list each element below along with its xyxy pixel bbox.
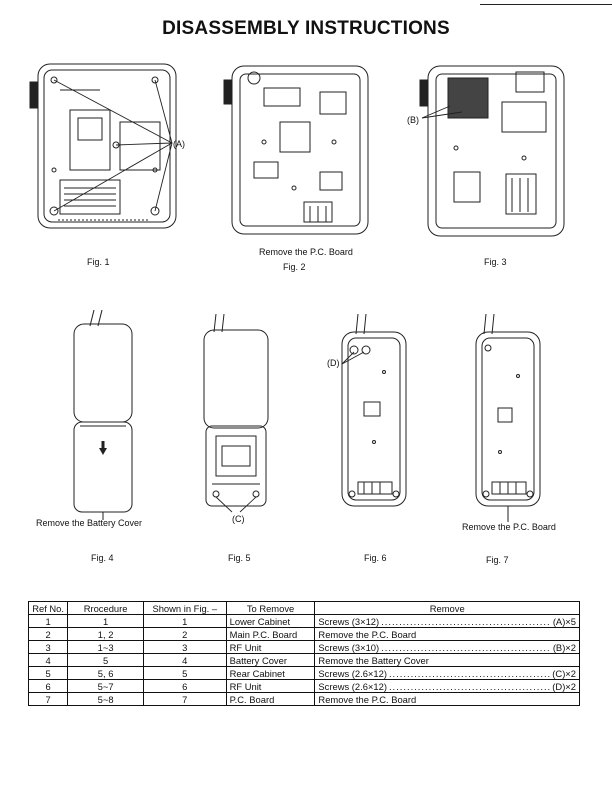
header-shown-in-fig: Shown in Fig. – xyxy=(142,601,227,615)
fig5-drawing xyxy=(196,312,276,512)
header-procedure: Rrocedure xyxy=(67,601,144,615)
cell-remove: Remove the P.C. Board xyxy=(314,627,580,641)
header-to-remove: To Remove xyxy=(225,601,316,615)
cell-fig: 2 xyxy=(142,627,227,641)
cell-ref: 2 xyxy=(27,627,69,641)
cell-procedure: 5, 6 xyxy=(67,666,144,680)
cell-remove: Remove the Battery Cover xyxy=(314,653,580,667)
table-row: 4 5 4 Battery Cover Remove the Battery C… xyxy=(27,653,580,667)
cell-ref: 3 xyxy=(27,640,69,654)
cell-to-remove: P.C. Board xyxy=(225,692,316,706)
fig7-caption: Fig. 7 xyxy=(486,555,509,565)
header-ref-no: Ref No. xyxy=(27,601,69,615)
cell-fig: 3 xyxy=(142,640,227,654)
cell-to-remove: Rear Cabinet xyxy=(225,666,316,680)
fig4-drawing xyxy=(68,308,138,520)
table-row: 1 1 1 Lower Cabinet Screws (3×12).......… xyxy=(27,614,580,628)
cell-to-remove: RF Unit xyxy=(225,679,316,693)
cell-fig: 6 xyxy=(142,679,227,693)
remove-text: Screws (2.6×12) xyxy=(318,680,387,692)
table-row: 6 5~7 6 RF Unit Screws (2.6×12).........… xyxy=(27,679,580,693)
fig1-drawing xyxy=(30,60,180,235)
cell-remove: Remove the P.C. Board xyxy=(314,692,580,706)
cell-procedure: 1~3 xyxy=(67,640,144,654)
cell-ref: 7 xyxy=(27,692,69,706)
fig3-drawing xyxy=(420,62,570,240)
leader-dots: ........................................… xyxy=(388,680,550,692)
table-row: 5 5, 6 5 Rear Cabinet Screws (2.6×12)...… xyxy=(27,666,580,680)
fig6-caption: Fig. 6 xyxy=(364,553,387,563)
remove-text: Screws (3×12) xyxy=(318,615,380,627)
cell-to-remove: Battery Cover xyxy=(225,653,316,667)
remove-qty: (B)×2 xyxy=(552,641,576,653)
fig1-callout-a: (A) xyxy=(173,139,185,149)
table-row: 2 1, 2 2 Main P.C. Board Remove the P.C.… xyxy=(27,627,580,641)
fig7-note: Remove the P.C. Board xyxy=(462,522,556,532)
fig6-callout-d: (D) xyxy=(327,358,340,368)
cell-to-remove: RF Unit xyxy=(225,640,316,654)
fig2-drawing xyxy=(224,62,374,240)
table-header-row: Ref No. Rrocedure Shown in Fig. – To Rem… xyxy=(27,601,580,615)
cell-fig: 4 xyxy=(142,653,227,667)
cell-procedure: 5~7 xyxy=(67,679,144,693)
page-title: DISASSEMBLY INSTRUCTIONS xyxy=(162,18,450,39)
fig3-caption: Fig. 3 xyxy=(484,257,507,267)
cell-to-remove: Main P.C. Board xyxy=(225,627,316,641)
header-rule xyxy=(480,4,612,5)
cell-ref: 1 xyxy=(27,614,69,628)
fig2-caption: Fig. 2 xyxy=(283,262,306,272)
cell-remove: Screws (3×12)...........................… xyxy=(314,614,580,628)
cell-remove: Screws (3×10)...........................… xyxy=(314,640,580,654)
cell-ref: 6 xyxy=(27,679,69,693)
fig5-caption: Fig. 5 xyxy=(228,553,251,563)
remove-text: Screws (2.6×12) xyxy=(318,667,387,679)
table-row: 3 1~3 3 RF Unit Screws (3×10)...........… xyxy=(27,640,580,654)
remove-qty: (C)×2 xyxy=(552,667,576,679)
cell-procedure: 5 xyxy=(67,653,144,667)
cell-fig: 5 xyxy=(142,666,227,680)
cell-fig: 1 xyxy=(142,614,227,628)
fig4-caption: Fig. 4 xyxy=(91,553,114,563)
cell-ref: 5 xyxy=(27,666,69,680)
cell-procedure: 1 xyxy=(67,614,144,628)
fig2-note: Remove the P.C. Board xyxy=(259,247,353,257)
fig4-note: Remove the Battery Cover xyxy=(36,518,143,528)
header-remove: Remove xyxy=(314,601,580,615)
cell-procedure: 5~8 xyxy=(67,692,144,706)
remove-qty: (A)×5 xyxy=(552,615,576,627)
leader-dots: ........................................… xyxy=(381,615,551,627)
fig5-callout-c: (C) xyxy=(232,514,245,524)
fig6-drawing xyxy=(336,312,412,512)
cell-remove: Screws (2.6×12).........................… xyxy=(314,666,580,680)
cell-remove: Screws (2.6×12).........................… xyxy=(314,679,580,693)
cell-fig: 7 xyxy=(142,692,227,706)
remove-text: Screws (3×10) xyxy=(318,641,380,653)
cell-ref: 4 xyxy=(27,653,69,667)
fig3-callout-b: (B) xyxy=(407,115,419,125)
disassembly-table: Ref No. Rrocedure Shown in Fig. – To Rem… xyxy=(27,601,580,706)
table-row: 7 5~8 7 P.C. Board Remove the P.C. Board xyxy=(27,692,580,706)
fig7-drawing xyxy=(470,312,546,522)
remove-qty: (D)×2 xyxy=(552,680,576,692)
cell-procedure: 1, 2 xyxy=(67,627,144,641)
leader-dots: ........................................… xyxy=(381,641,551,653)
leader-dots: ........................................… xyxy=(388,667,550,679)
cell-to-remove: Lower Cabinet xyxy=(225,614,316,628)
fig1-caption: Fig. 1 xyxy=(87,257,110,267)
